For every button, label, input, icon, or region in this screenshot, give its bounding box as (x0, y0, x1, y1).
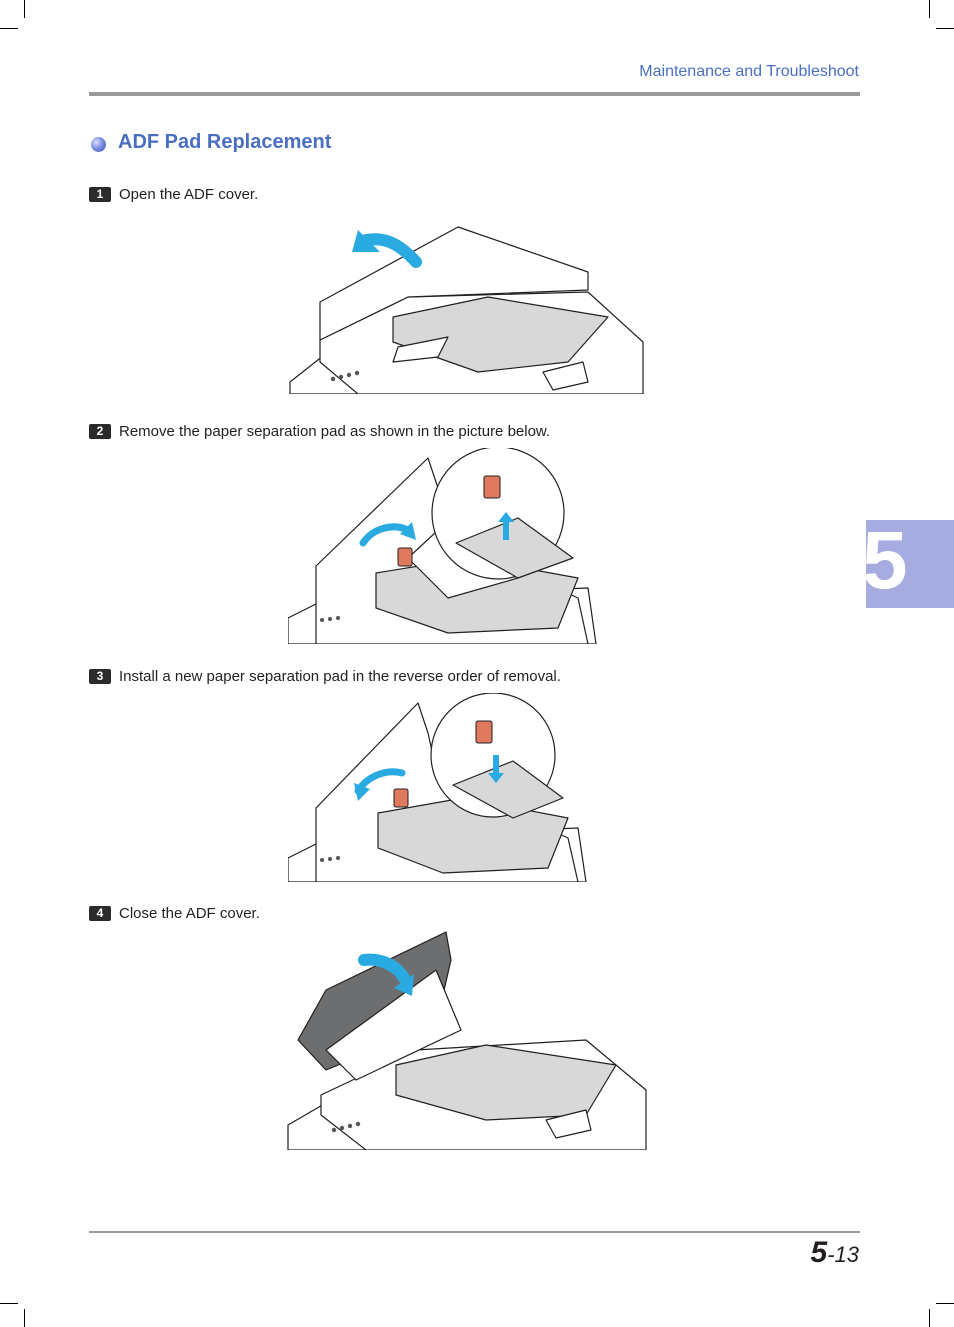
section-bullet-icon (91, 137, 106, 152)
crop-mark (24, 0, 25, 18)
crop-mark (929, 1309, 930, 1327)
step-number-2: 2 (89, 424, 111, 439)
crop-mark (936, 1303, 954, 1304)
chapter-tab-label: 5 (862, 515, 908, 606)
crop-mark (936, 28, 954, 29)
page-number: 5-13 (811, 1236, 860, 1270)
adf-cover-open-illustration (289, 226, 644, 394)
page-number-separator: - (827, 1242, 835, 1267)
crop-mark (0, 1303, 18, 1304)
step-number-3: 3 (89, 669, 111, 684)
chapter-tab (866, 520, 954, 608)
step-text-4: Close the ADF cover. (119, 905, 260, 922)
page-number-page: 13 (834, 1242, 859, 1267)
adf-cover-close-illustration (287, 931, 647, 1150)
section-title: ADF Pad Replacement (118, 131, 332, 153)
page-number-chapter: 5 (810, 1236, 828, 1269)
header-rule (89, 92, 860, 96)
step-number-4: 4 (89, 906, 111, 921)
step-text-1: Open the ADF cover. (119, 186, 259, 203)
step-number-1: 1 (89, 187, 111, 202)
install-pad-illustration (288, 693, 587, 882)
header-title: Maintenance and Troubleshoot (639, 63, 859, 80)
remove-pad-illustration (288, 448, 597, 644)
crop-mark (929, 0, 930, 18)
crop-mark (0, 28, 18, 29)
step-text-3: Install a new paper separation pad in th… (119, 668, 561, 685)
crop-mark (24, 1309, 25, 1327)
step-text-2: Remove the paper separation pad as shown… (119, 423, 551, 440)
footer-rule (89, 1231, 860, 1233)
